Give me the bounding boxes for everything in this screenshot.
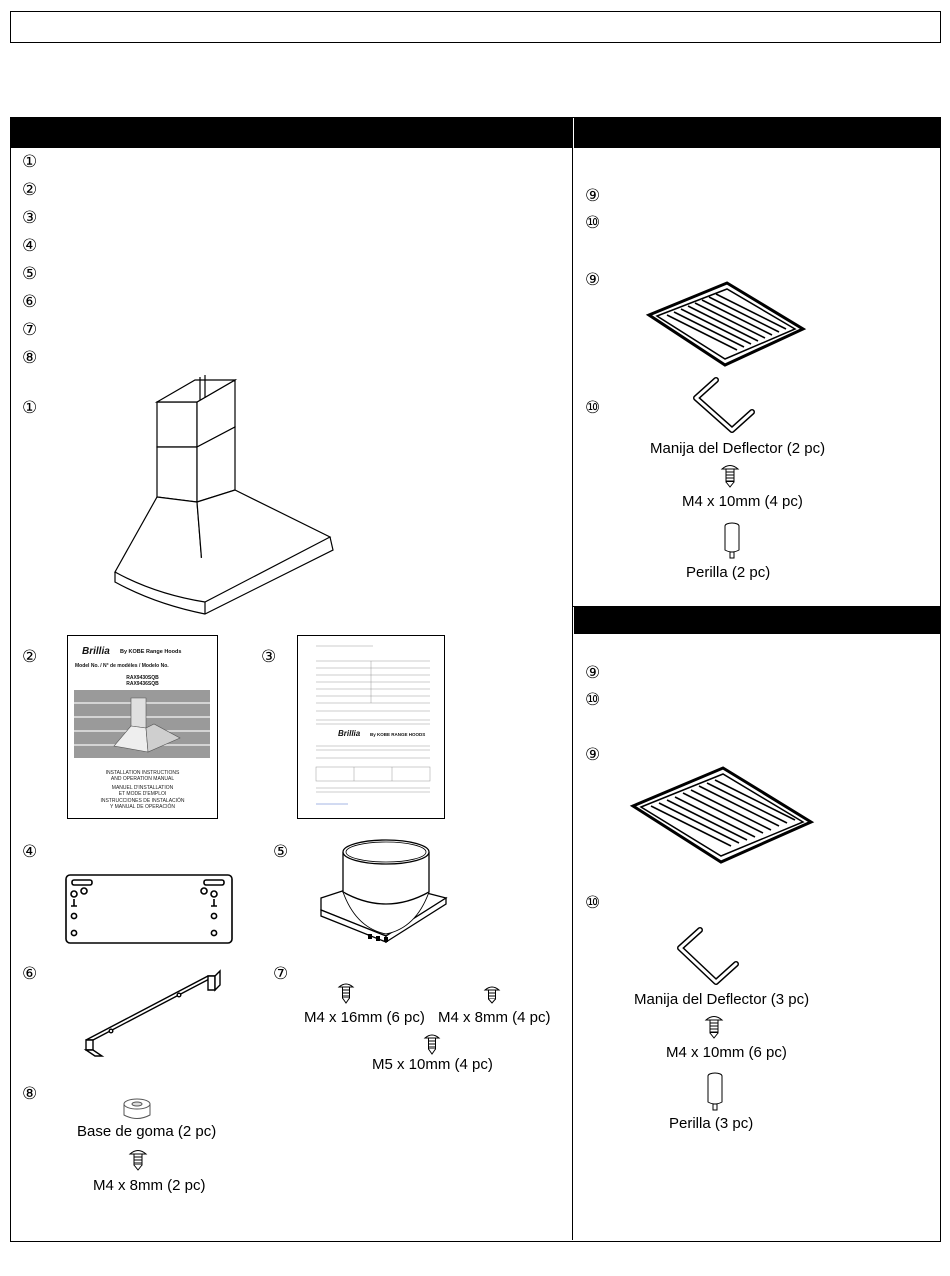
screw-icon bbox=[128, 1150, 148, 1171]
right-section2-header bbox=[574, 607, 940, 634]
caption-knob-2: Perilla (2 pc) bbox=[686, 564, 771, 581]
caption-rubber-base: Base de goma (2 pc) bbox=[77, 1123, 217, 1140]
card-brand: Brillia bbox=[338, 729, 361, 738]
caption-handle-3: Manija del Deflector (3 pc) bbox=[634, 991, 810, 1008]
manual-footer-6: Y MANUAL DE OPERACIÓN bbox=[109, 804, 175, 810]
left-column-header bbox=[11, 118, 572, 148]
right-section2-divider bbox=[573, 606, 940, 607]
item-marker-4: ④ bbox=[22, 842, 38, 862]
manual-footer-4: ET MODE D'EMPLOI bbox=[118, 791, 167, 797]
screw-icon bbox=[423, 1034, 441, 1055]
item-marker-5: ⑤ bbox=[273, 842, 289, 862]
title-box bbox=[10, 11, 941, 43]
right-column-header bbox=[574, 118, 940, 148]
list-number-1: ① bbox=[22, 152, 38, 172]
item-marker-7: ⑦ bbox=[273, 964, 289, 984]
item-marker-1: ① bbox=[22, 398, 38, 418]
duct-adapter-icon bbox=[320, 839, 448, 944]
card-brand-sub: By KOBE RANGE HOODS bbox=[370, 732, 426, 737]
caption-m4x10-4: M4 x 10mm (4 pc) bbox=[682, 493, 803, 510]
item-marker-9b: ⑨ bbox=[585, 745, 601, 765]
item-marker-8: ⑧ bbox=[22, 1084, 38, 1104]
screw-icon bbox=[483, 986, 501, 1004]
item-marker-10b: ⑩ bbox=[585, 893, 601, 913]
right-top-number-10: ⑩ bbox=[585, 213, 601, 233]
caption-m4x8-4: M4 x 8mm (4 pc) bbox=[438, 1009, 551, 1026]
right-bottom-number-10: ⑩ bbox=[585, 690, 601, 710]
list-number-4: ④ bbox=[22, 236, 38, 256]
caption-knob-3: Perilla (3 pc) bbox=[669, 1115, 754, 1132]
item-marker-3: ③ bbox=[261, 647, 277, 667]
caption-m5x10: M5 x 10mm (4 pc) bbox=[372, 1056, 493, 1073]
item-marker-2: ② bbox=[22, 647, 38, 667]
deflector-handle-icon bbox=[677, 927, 739, 985]
list-number-2: ② bbox=[22, 180, 38, 200]
manual-model-line: Model No. / N° de modèles / Modelo No. bbox=[75, 663, 169, 669]
knob-icon bbox=[707, 1072, 723, 1111]
baffle-filter-icon bbox=[629, 766, 815, 864]
screw-icon bbox=[704, 1016, 724, 1039]
caption-handle-2: Manija del Deflector (2 pc) bbox=[650, 440, 826, 457]
manual-cover-icon: Brillia By KOBE Range Hoods Model No. / … bbox=[67, 635, 218, 819]
list-number-7: ⑦ bbox=[22, 320, 38, 340]
manual-footer-1: INSTALLATION INSTRUCTIONS bbox=[105, 770, 180, 776]
right-top-number-9: ⑨ bbox=[585, 186, 601, 206]
support-bar-icon bbox=[83, 969, 221, 1057]
item-marker-6: ⑥ bbox=[22, 964, 38, 984]
column-divider bbox=[572, 118, 573, 1240]
manual-footer-5: INSTRUCCIONES DE INSTALACIÓN bbox=[100, 798, 185, 804]
manual-brand-sub: By KOBE Range Hoods bbox=[120, 649, 182, 655]
caption-m4x10-6: M4 x 10mm (6 pc) bbox=[666, 1044, 787, 1061]
manual-cover-art bbox=[74, 690, 210, 758]
item-marker-10a: ⑩ bbox=[585, 398, 601, 418]
manual-brand: Brillia bbox=[82, 646, 110, 657]
range-hood-icon bbox=[114, 375, 334, 615]
list-number-8: ⑧ bbox=[22, 348, 38, 368]
manual-model-2: RAX9436SQB bbox=[126, 681, 159, 687]
rubber-base-icon bbox=[123, 1098, 151, 1119]
list-number-3: ③ bbox=[22, 208, 38, 228]
list-number-6: ⑥ bbox=[22, 292, 38, 312]
manual-model-1: RAX9430SQB bbox=[126, 675, 159, 681]
mounting-bracket-icon bbox=[65, 874, 233, 944]
manual-footer-3: MANUEL D'INSTALLATION bbox=[111, 785, 174, 791]
deflector-handle-icon bbox=[693, 377, 755, 433]
baffle-filter-icon bbox=[645, 281, 807, 367]
right-bottom-number-9: ⑨ bbox=[585, 663, 601, 683]
caption-m4x8-2: M4 x 8mm (2 pc) bbox=[93, 1177, 206, 1194]
knob-icon bbox=[724, 522, 740, 559]
item-marker-9a: ⑨ bbox=[585, 270, 601, 290]
screw-icon bbox=[720, 465, 740, 488]
caption-m4x16: M4 x 16mm (6 pc) bbox=[304, 1009, 425, 1026]
screw-icon bbox=[337, 983, 355, 1004]
registration-card-icon: Brillia By KOBE RANGE HOODS bbox=[297, 635, 445, 819]
manual-footer-2: AND OPERATION MANUAL bbox=[110, 776, 175, 782]
parts-table bbox=[10, 117, 941, 1242]
registration-card-form bbox=[315, 645, 431, 805]
list-number-5: ⑤ bbox=[22, 264, 38, 284]
